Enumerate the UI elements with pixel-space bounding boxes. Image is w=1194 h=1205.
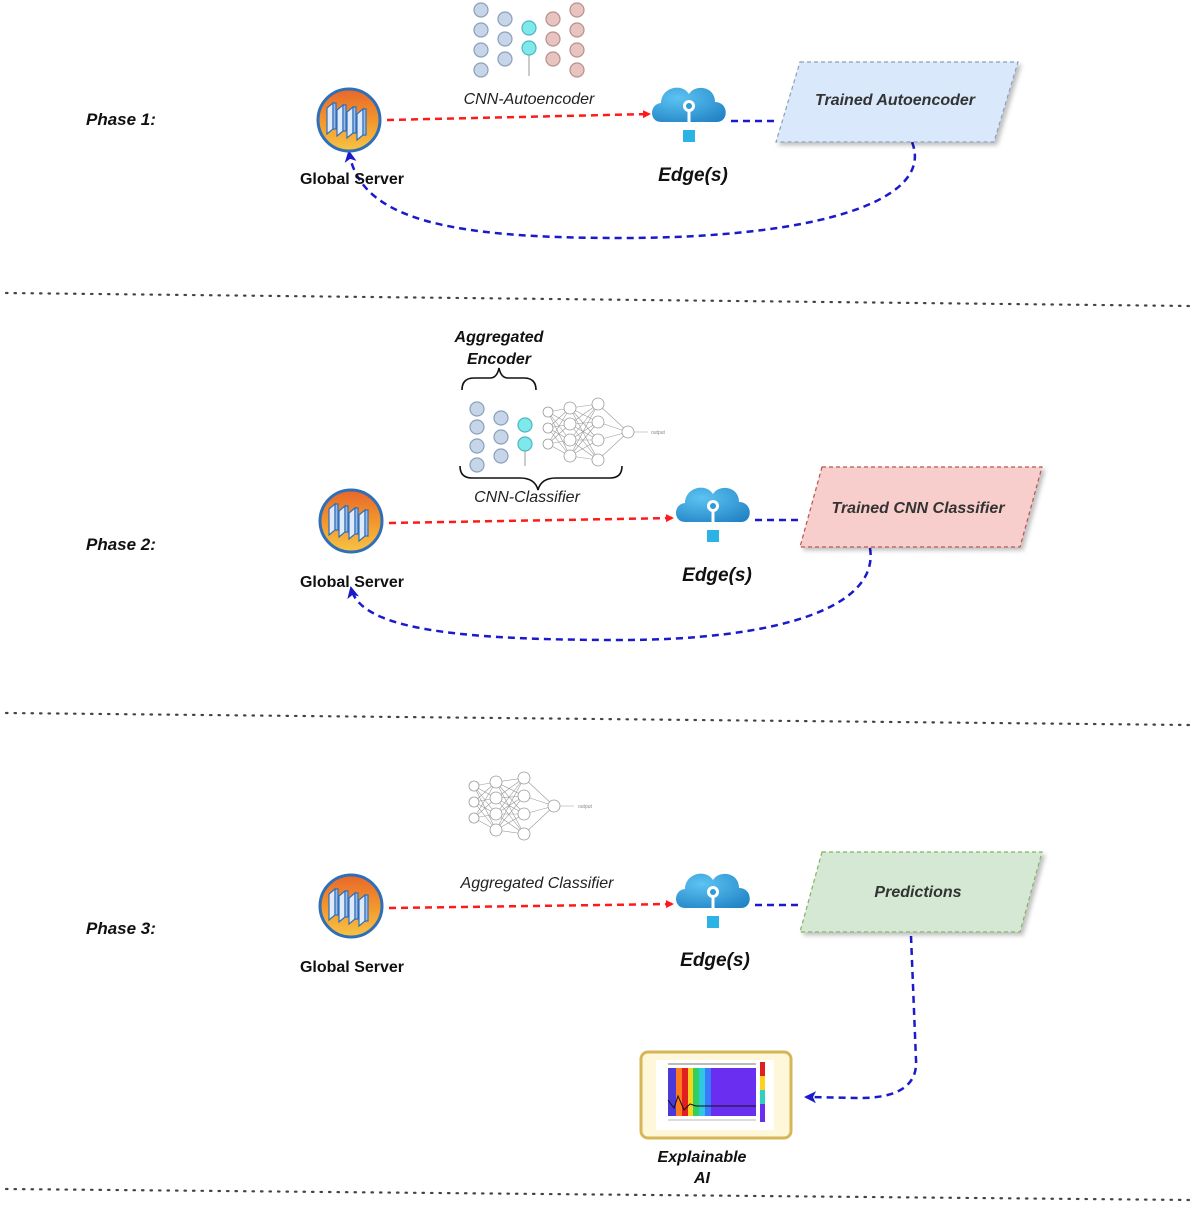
phase-3-xai-arrow (804, 935, 918, 1104)
autoencoder-network-icon (473, 2, 585, 78)
separator-2 (4, 711, 1192, 727)
phase-1-model-label: CNN-Autoencoder (464, 91, 595, 108)
phase-1-label: Phase 1: (86, 110, 156, 129)
phase-1-result-label: Trained Autoencoder (815, 92, 976, 109)
phase-3-send-arrow (388, 900, 674, 910)
xai-label-line2: AI (693, 1170, 711, 1187)
phase-1-send-arrow (386, 110, 651, 122)
phase-2-model-label: CNN-Classifier (474, 489, 580, 506)
phase-3-label: Phase 3: (86, 919, 156, 938)
phase-1-edge-cloud-icon (650, 86, 728, 144)
phase-3: Phase 3: output Aggregated Classifier Gl… (86, 771, 1043, 1187)
phase-1: Phase 1: CNN-Autoencoder Global Server E… (86, 2, 1019, 240)
classifier-brace (459, 465, 623, 491)
phase-2-server-icon (318, 488, 384, 554)
phase-3-server-icon (318, 873, 384, 939)
phase-3-server-label: Global Server (300, 959, 404, 976)
phase-separators (4, 291, 1192, 1202)
phase-1-return-arrow (344, 141, 917, 240)
aggregated-classifier-network-icon: output (468, 771, 593, 841)
phase-3-result-box (799, 851, 1043, 933)
separator-3 (4, 1187, 1192, 1202)
phase-2-nn-output-label: output (651, 430, 666, 436)
phase-3-model-label: Aggregated Classifier (460, 875, 615, 892)
phase-2-result-label: Trained CNN Classifier (831, 500, 1005, 517)
phase-2-server-label: Global Server (300, 574, 404, 591)
phase-1-server-label: Global Server (300, 171, 404, 188)
phase-3-nn-output-label: output (578, 804, 593, 810)
phase-3-edge-cloud-icon (674, 872, 752, 930)
separator-1 (4, 291, 1192, 308)
phase-1-result-box (775, 61, 1019, 143)
encoder-brace (461, 367, 537, 391)
phase-3-edge-label: Edge(s) (680, 950, 750, 971)
cnn-classifier-network-icon: output (469, 397, 666, 473)
encoder-label-line1: Aggregated (454, 329, 545, 346)
phase-2-label: Phase 2: (86, 535, 156, 554)
phase-3-result-label: Predictions (874, 884, 961, 901)
phase-2-result-box (799, 466, 1043, 548)
phase-2-send-arrow (388, 514, 674, 525)
xai-label-line1: Explainable (658, 1149, 747, 1166)
explainable-ai-heatmap-icon (639, 1050, 793, 1140)
phase-1-server-icon (316, 87, 382, 153)
phase-1-edge-label: Edge(s) (658, 165, 728, 186)
phase-2-return-arrow (347, 547, 872, 642)
phase-2-edge-cloud-icon (674, 486, 752, 544)
encoder-label-line2: Encoder (467, 351, 532, 368)
phase-2: Phase 2: Aggregated Encoder output CNN-C… (86, 329, 1043, 642)
phase-2-edge-label: Edge(s) (682, 565, 752, 586)
